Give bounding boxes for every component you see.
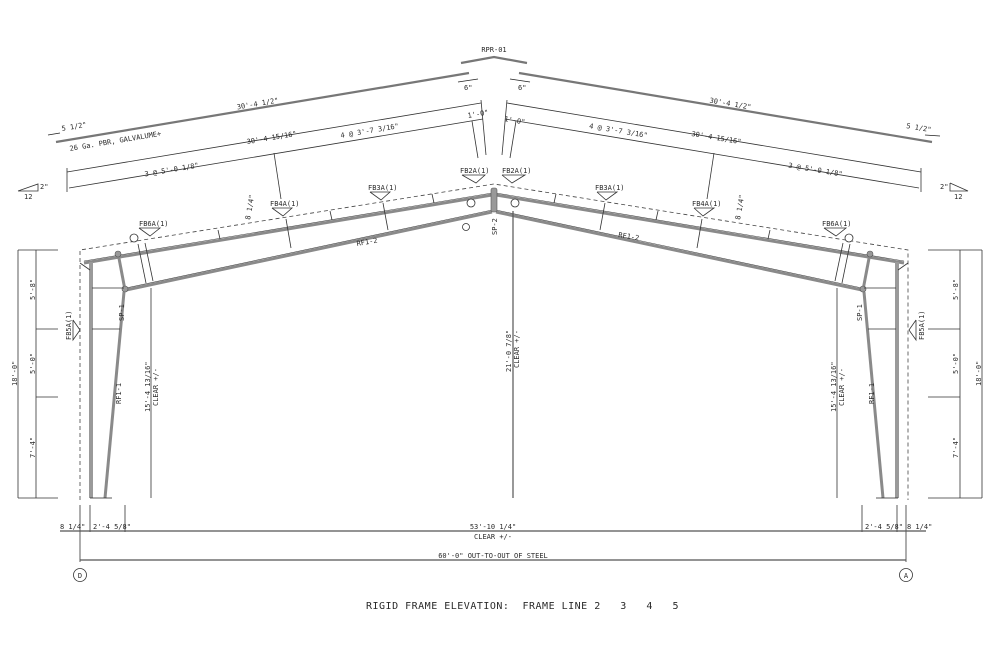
flange-brace-tag: FB3A(1) bbox=[595, 184, 625, 201]
right-rafter-length: 30'-4 15/16" bbox=[691, 130, 742, 146]
svg-text:7'-4": 7'-4" bbox=[952, 437, 960, 458]
svg-text:12: 12 bbox=[954, 193, 962, 201]
column-right: SP-1 RF1-1 FB5A(1) bbox=[856, 250, 926, 499]
left-purlin-depth: 8 1/4" bbox=[244, 194, 256, 220]
flange-brace-tag: FB2A(1) bbox=[501, 167, 532, 184]
rafter-left: RF1-2 8 1/4" bbox=[83, 192, 493, 292]
right-offset: 8 1/4" bbox=[907, 523, 932, 531]
right-ridge-gap: 6" bbox=[518, 84, 526, 92]
left-purlin-spacing-lower: 3 @ 5'-0 1/8" bbox=[144, 162, 199, 179]
svg-text:CLEAR +/-: CLEAR +/- bbox=[152, 368, 160, 406]
roof-panel-note: 26 Ga. PBR, GALVALUME+ bbox=[69, 130, 162, 153]
svg-text:2": 2" bbox=[40, 183, 48, 191]
svg-text:FB3A(1): FB3A(1) bbox=[595, 184, 625, 192]
left-offset: 8 1/4" bbox=[60, 523, 85, 531]
left-column-width: 2'-4 5/8" bbox=[93, 523, 131, 531]
svg-text:7'-4": 7'-4" bbox=[29, 437, 37, 458]
clear-height-center: 21'-0 7/8" CLEAR +/- bbox=[505, 211, 521, 498]
clear-height-right: 15'-4 13/16" CLEAR +/- bbox=[830, 288, 846, 498]
vertical-dims-right: 5'-8" 5'-0" 7'-4" 18'-0" bbox=[928, 249, 983, 499]
overall-span: 60'-0" OUT-TO-OUT OF STEEL bbox=[438, 552, 548, 560]
ridge-splice-label: SP-2 bbox=[491, 218, 499, 235]
rafter-right: RF1-2 8 1/4" bbox=[495, 192, 905, 292]
svg-text:FB2A(1): FB2A(1) bbox=[502, 167, 532, 175]
svg-text:FB3A(1): FB3A(1) bbox=[368, 184, 398, 192]
vertical-dims-left: 18'-0" 5'-8" 5'-0" 7'-4" bbox=[11, 249, 58, 499]
left-ridge-offset: 1'-0" bbox=[467, 109, 489, 120]
svg-text:5'-0": 5'-0" bbox=[29, 353, 37, 374]
svg-text:21'-0 7/8": 21'-0 7/8" bbox=[505, 330, 513, 372]
flange-brace-tags-left: FB6A(1) FB4A(1) FB3A(1) FB2A(1) bbox=[129, 167, 490, 243]
clear-height-left: 15'-4 13/16" CLEAR +/- bbox=[144, 288, 160, 498]
svg-text:5'-8": 5'-8" bbox=[29, 279, 37, 300]
slope-indicator-left: 2" 12 bbox=[17, 183, 48, 201]
clear-span: 53'-10 1/4" bbox=[470, 523, 516, 531]
svg-text:FB6A(1): FB6A(1) bbox=[822, 220, 852, 228]
svg-text:5'-0": 5'-0" bbox=[952, 353, 960, 374]
flange-brace-tag: FB4A(1) bbox=[692, 200, 722, 217]
svg-text:FB2A(1): FB2A(1) bbox=[460, 167, 490, 175]
flange-brace-tag: FB4A(1) bbox=[270, 200, 300, 217]
grid-bubble-right: A bbox=[899, 568, 913, 582]
left-column-label: RF1-1 bbox=[115, 383, 123, 404]
svg-text:FB4A(1): FB4A(1) bbox=[270, 200, 300, 208]
right-column-label: RF1-1 bbox=[868, 383, 876, 404]
left-overhang: 5 1/2" bbox=[61, 121, 87, 133]
ridge-splice: SP-2 bbox=[462, 187, 520, 235]
svg-text:12: 12 bbox=[24, 193, 32, 201]
svg-text:FB4A(1): FB4A(1) bbox=[692, 200, 722, 208]
left-rafter-length: 30'-4 15/16" bbox=[246, 130, 297, 146]
flange-brace-tag: FB6A(1) bbox=[129, 220, 169, 243]
svg-text:15'-4 13/16": 15'-4 13/16" bbox=[144, 361, 152, 412]
rafter-dims-right: 30'-4 15/16" 4 @ 3'-7 3/16" 3 @ 5'-0 1/8… bbox=[501, 99, 922, 200]
right-purlin-spacing-lower: 3 @ 5'-0 1/8" bbox=[788, 162, 843, 179]
right-ridge-offset: 1'-0" bbox=[504, 115, 526, 126]
building-outline-dashed bbox=[79, 183, 909, 500]
svg-text:2": 2" bbox=[940, 183, 948, 191]
flange-brace-tag: FB6A(1) bbox=[822, 220, 854, 243]
svg-text:5'-8": 5'-8" bbox=[952, 279, 960, 300]
left-rafter-label: RF1-2 bbox=[356, 237, 378, 248]
svg-text:A: A bbox=[904, 572, 909, 580]
right-splice-label: SP-1 bbox=[856, 304, 864, 321]
svg-text:18'-0": 18'-0" bbox=[11, 361, 19, 386]
ridge-label: RPR-01 bbox=[481, 46, 506, 54]
ridge-cap: RPR-01 bbox=[460, 46, 528, 65]
right-wall-brace-tag: FB5A(1) bbox=[918, 310, 926, 340]
bottom-dims: 8 1/4" 2'-4 5/8" 53'-10 1/4" CLEAR +/- 2… bbox=[60, 505, 932, 562]
flange-brace-tag: FB2A(1) bbox=[460, 167, 490, 184]
slope-indicator-right: 2" 12 bbox=[940, 182, 969, 201]
clear-span-note: CLEAR +/- bbox=[474, 533, 512, 541]
svg-text:FB6A(1): FB6A(1) bbox=[139, 220, 169, 228]
left-wall-brace-tag: FB5A(1) bbox=[65, 310, 73, 340]
right-purlin-depth: 8 1/4" bbox=[734, 194, 746, 220]
svg-text:D: D bbox=[78, 572, 82, 580]
flange-brace-tags-right: FB2A(1) FB3A(1) FB4A(1) FB6A(1) bbox=[501, 167, 854, 243]
svg-text:18'-0": 18'-0" bbox=[975, 361, 983, 386]
svg-text:CLEAR +/-: CLEAR +/- bbox=[513, 330, 521, 368]
rafter-dims-left: 30'-4 15/16" 4 @ 3'-7 3/16" 3 @ 5'-0 1/8… bbox=[66, 99, 489, 200]
svg-text:CLEAR +/-: CLEAR +/- bbox=[838, 368, 846, 406]
column-left: SP-1 RF1-1 FB5A(1) bbox=[65, 250, 129, 499]
flange-brace-tag: FB3A(1) bbox=[368, 184, 398, 201]
right-overhang: 5 1/2" bbox=[906, 122, 932, 134]
svg-text:15'-4 13/16": 15'-4 13/16" bbox=[830, 361, 838, 412]
right-column-width: 2'-4 5/8" bbox=[865, 523, 903, 531]
drawing-title: RIGID FRAME ELEVATION: FRAME LINE 2 3 4 … bbox=[366, 601, 679, 612]
right-rafter-label: RF1-2 bbox=[618, 231, 640, 242]
grid-bubble-left: D bbox=[73, 568, 87, 582]
left-ridge-gap: 6" bbox=[464, 84, 472, 92]
roof-panel-right: 30'-4 1/2" 5 1/2" 6" bbox=[509, 71, 941, 144]
left-splice-label: SP-1 bbox=[118, 304, 126, 321]
